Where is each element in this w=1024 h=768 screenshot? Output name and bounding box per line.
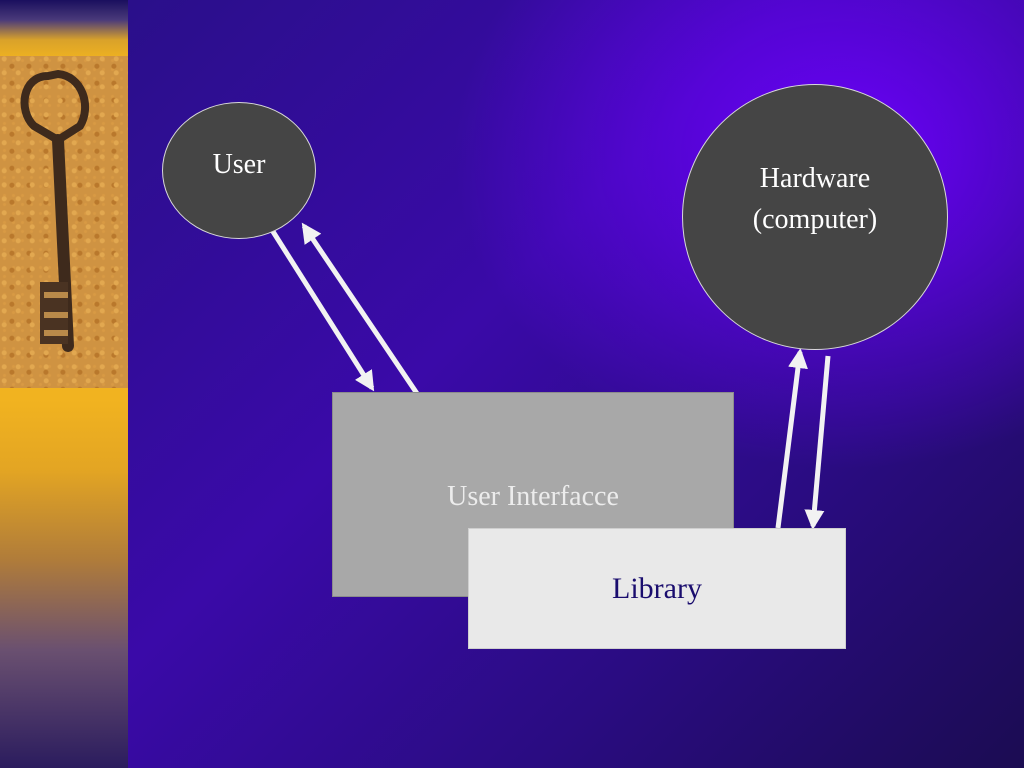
hardware-sublabel: (computer) (752, 204, 878, 235)
arrow-hardware-to-library (804, 355, 831, 530)
library-label: Library (612, 571, 702, 605)
arrow-ui-to-user (301, 222, 421, 397)
arrow-library-to-hardware (775, 348, 808, 529)
arrow-user-to-ui (269, 228, 375, 392)
user-label: User (212, 148, 266, 180)
user-node: User (162, 102, 316, 239)
user-interface-label: User Interfacce (447, 481, 619, 512)
library-box: Library (468, 528, 846, 649)
hardware-node: Hardware (computer) (682, 84, 948, 350)
hardware-label: Hardware (759, 163, 871, 194)
old-key-image (0, 56, 128, 388)
